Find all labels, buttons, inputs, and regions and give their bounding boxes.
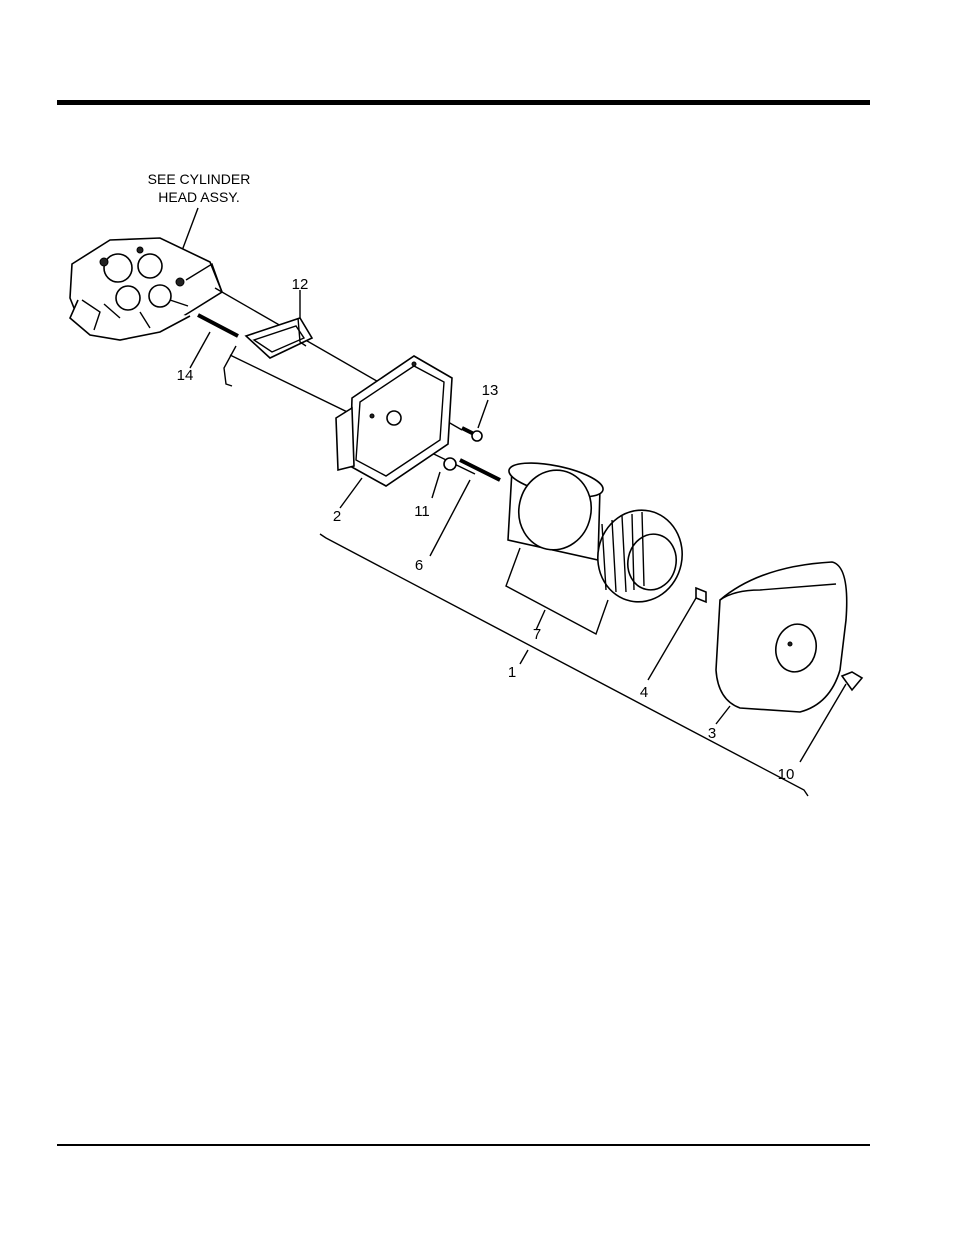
leader-4 (648, 598, 696, 680)
callout-12: 12 (292, 276, 309, 293)
leader-11 (432, 472, 440, 498)
leader-2 (340, 478, 362, 508)
callout-13: 13 (482, 382, 499, 399)
air-cleaner-cover-3 (716, 562, 847, 712)
callout-2: 2 (333, 508, 341, 525)
callout-6: 6 (415, 557, 423, 574)
gasket-bracket-12 (224, 318, 312, 386)
leader-14 (190, 332, 210, 368)
callout-1: 1 (508, 664, 516, 681)
leader-3 (716, 706, 730, 724)
callout-11: 11 (414, 503, 430, 520)
leader-1 (520, 650, 528, 664)
cylinder-head (70, 238, 222, 340)
grommet-4 (696, 588, 706, 602)
wing-nut-10 (842, 672, 862, 690)
nut-11 (444, 458, 456, 470)
bracket-7 (506, 548, 608, 634)
note-line-1: SEE CYLINDER (148, 171, 251, 187)
pre-cleaner-sleeve (506, 456, 606, 560)
callout-3: 3 (708, 725, 716, 742)
callout-4: 4 (640, 684, 648, 701)
leader-13 (478, 400, 488, 428)
callout-7: 7 (533, 626, 541, 643)
bolt-13 (462, 428, 482, 441)
callout-10: 10 (778, 766, 795, 783)
leader-6 (430, 480, 470, 556)
air-cleaner-base-2 (336, 356, 452, 486)
callout-14: 14 (177, 367, 194, 384)
note-line-2: HEAD ASSY. (158, 189, 239, 205)
filter-element (589, 502, 690, 609)
stud-14 (198, 315, 238, 336)
